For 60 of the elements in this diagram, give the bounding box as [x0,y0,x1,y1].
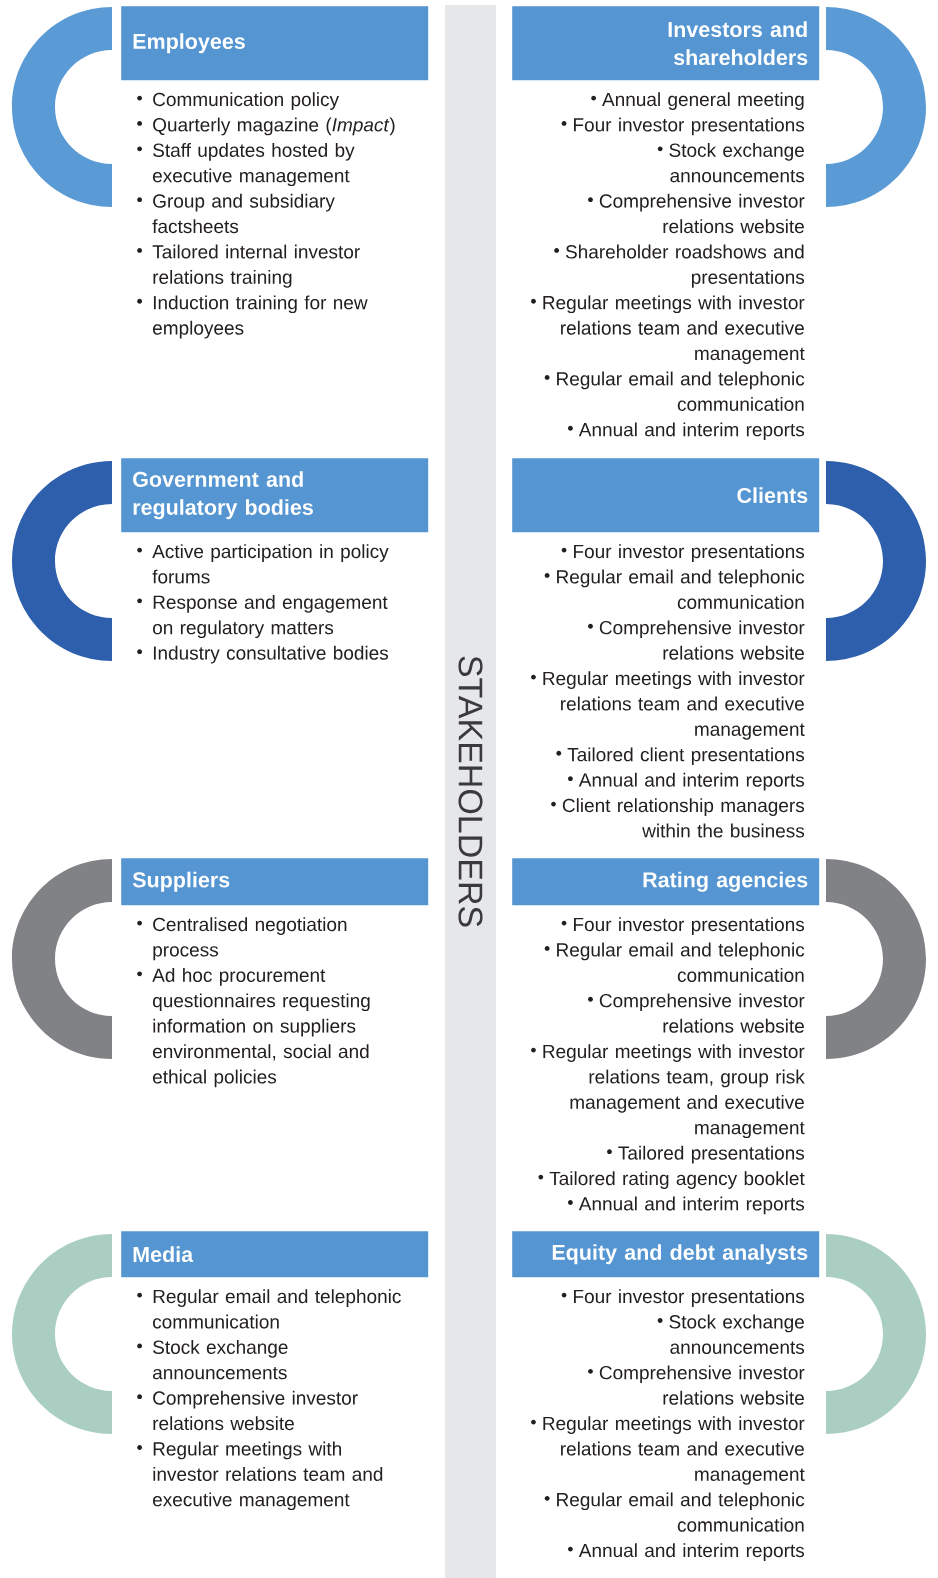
bullet-item: Regular email and telephonic communication [544,569,805,609]
half-ring [12,7,112,207]
header-box: Employees [121,6,429,81]
bullet-item: Annual and interim reports [568,422,805,441]
bullet-item: Regular email and telephonic communication [544,371,805,411]
header-box: Equity and debt analysts [512,1231,820,1278]
bullet-item: Centralised negotiation process [137,917,347,961]
bullet-item: Tailored rating agency booklet [538,1171,805,1189]
half-ring [826,859,926,1059]
bullet-item: Annual general meeting [591,92,804,110]
bullet-item: Four investor presentations [561,544,805,562]
bullet-item: Active participation in policy forums [137,544,389,584]
bullet-item: Ad hoc procurement questionnaires requesting information on suppliers environmental, social and ethical policies [137,968,370,1088]
bullet-item: Group and subsidiary factsheets [137,193,335,234]
bullet-item: Comprehensive investor relations website [588,620,805,660]
half-ring [826,7,926,207]
bullet-item: Four investor presentations [561,917,805,935]
header-box: Government and regulatory bodies [121,458,429,533]
bullet-item: Regular meetings with investor relations team and executive management [531,295,805,364]
header-box: Media [121,1231,429,1278]
bullet-item: Regular meetings with investor relations team and executive management [137,1441,383,1511]
bullet-item: Stock exchange announcements [657,143,805,183]
bullet-item: Industry consultative bodies [137,645,389,664]
header-box: Clients [512,458,820,533]
bullet-item: Comprehensive investor relations website [588,993,805,1033]
bullet-item: Tailored internal investor relations training [137,244,360,288]
bullet-item: Regular email and telephonic communication [544,1492,805,1532]
bullet-item: Annual and interim reports [568,1196,805,1215]
bullet-item: Regular email and telephonic communication [137,1289,401,1329]
half-ring [12,859,112,1059]
header-box: Investors and shareholders [512,6,820,81]
bullet-item: Comprehensive investor relations website [588,193,805,234]
bullet-item: Staff updates hosted by executive management [137,143,355,187]
bullet-item: Stock exchange announcements [657,1314,805,1354]
bullet-item: Regular meetings with investor relations team and executive management [531,1416,805,1485]
bullet-item: Quarterly magazine (Impact) [137,117,395,136]
half-ring [826,1234,926,1434]
header-box: Suppliers [121,858,429,906]
bullet-item: Regular meetings with investor relations team, group risk management and executive management [531,1044,805,1139]
bullet-item: Comprehensive investor relations website [137,1390,358,1431]
bullet-item: Response and engagement on regulatory matters [137,595,388,639]
header-box: Rating agencies [512,858,820,906]
bullet-item: Induction training for new employees [137,295,368,339]
bullet-item: Four investor presentations [561,1289,805,1307]
bullet-item: Shareholder roadshows and presentations [554,244,805,288]
half-ring [826,461,926,661]
bullet-item: Communication policy [137,92,339,110]
bullet-item: Annual and interim reports [568,772,805,791]
bullet-item: Four investor presentations [561,117,805,136]
bullet-item: Regular email and telephonic communication [544,942,805,982]
bullet-item: Tailored client presentations [556,747,805,766]
bullet-item: Regular meetings with investor relations team and executive management [531,671,805,740]
half-ring [12,461,112,661]
bullet-item: Comprehensive investor relations website [588,1365,805,1405]
half-ring [12,1234,112,1434]
bullet-item: Tailored presentations [607,1145,805,1164]
bullet-item: Annual and interim reports [568,1543,805,1561]
stakeholders-band: STAKEHOLDERS [445,5,496,1578]
bullet-item: Client relationship managers within the business [551,798,805,838]
bullet-item: Stock exchange announcements [137,1340,288,1380]
